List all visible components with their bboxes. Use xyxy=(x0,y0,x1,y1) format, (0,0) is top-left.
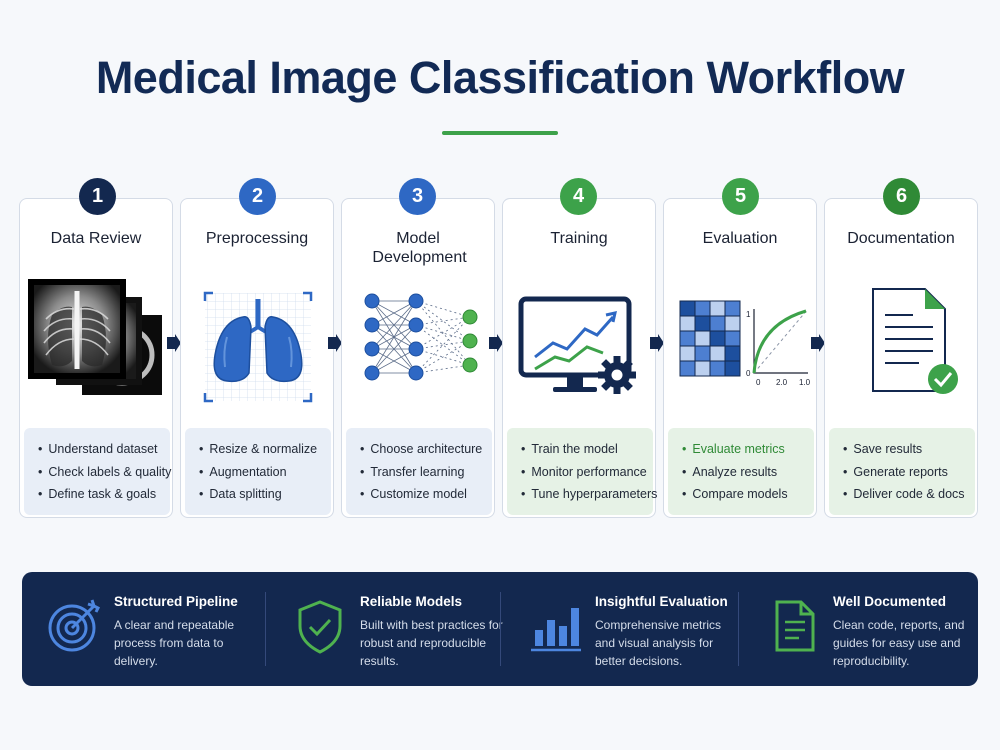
document-check-icon xyxy=(827,277,977,407)
list-item: •Transfer learning xyxy=(360,464,465,479)
list-item: •Save results xyxy=(843,442,923,456)
step-card-documentation[interactable]: Documentation •Save results •Generate re… xyxy=(824,198,978,518)
step-card-training[interactable]: Training xyxy=(502,198,658,518)
list-item: •Resize & normalize xyxy=(199,442,318,456)
step-1-badge: 1 xyxy=(79,178,116,215)
roc-x-tick: 0 xyxy=(756,378,761,387)
list-item: •Define task & goals xyxy=(38,487,157,501)
feature-title: Well Documented xyxy=(833,594,947,609)
features-banner: Structured Pipeline A clear and repeatab… xyxy=(22,572,978,686)
neural-network-icon xyxy=(344,277,494,407)
step-title: Documentation xyxy=(847,230,955,247)
list-item: •Check labels & quality xyxy=(38,464,172,479)
divider xyxy=(738,592,739,666)
list-item: •Choose architecture xyxy=(360,442,483,456)
step-card-model-development[interactable]: Model Development •Choose archi xyxy=(341,198,495,518)
divider xyxy=(265,592,266,666)
step-title: Data Review xyxy=(50,230,142,247)
target-icon xyxy=(46,598,102,654)
lungs-icon xyxy=(183,277,333,407)
confusion-matrix-roc-icon: 1 0 0 2.0 1.0 xyxy=(666,277,816,407)
list-item: •Data splitting xyxy=(199,487,282,501)
list-item: •Analyze results xyxy=(682,464,778,479)
feature-description: A clear and repeatable process from data… xyxy=(114,618,235,668)
document-icon xyxy=(765,598,821,654)
step-tasks: •Choose architecture •Transfer learning … xyxy=(346,428,492,515)
feature-title: Insightful Evaluation xyxy=(595,594,728,609)
step-6-badge: 6 xyxy=(883,178,920,215)
step-tasks: •Resize & normalize •Augmentation •Data … xyxy=(185,428,331,515)
step-title: Model Development xyxy=(372,230,467,266)
step-tasks: •Evaluate metrics •Analyze results •Comp… xyxy=(668,428,814,515)
step-card-data-review[interactable]: Data Review xyxy=(19,198,173,518)
list-item: •Monitor performance xyxy=(521,464,647,479)
title-underline xyxy=(442,131,558,135)
bar-chart-icon xyxy=(527,598,583,654)
step-title: Training xyxy=(550,230,608,247)
feature-structured-pipeline: Structured Pipeline A clear and repeatab… xyxy=(22,572,262,686)
feature-reliable-models: Reliable Models Built with best practice… xyxy=(268,572,503,686)
step-tasks: •Train the model •Monitor performance •T… xyxy=(507,428,658,515)
step-tasks: •Save results •Generate reports •Deliver… xyxy=(829,428,975,515)
monitor-chart-gear-icon xyxy=(505,277,655,407)
roc-y-top-label: 1 xyxy=(746,310,751,319)
divider xyxy=(500,592,501,666)
feature-insightful-evaluation: Insightful Evaluation Comprehensive metr… xyxy=(503,572,738,686)
list-item: •Evaluate metrics xyxy=(682,442,785,456)
step-tasks: •Understand dataset •Check labels & qual… xyxy=(24,428,172,515)
list-item: •Deliver code & docs xyxy=(843,487,965,501)
shield-check-icon xyxy=(292,598,348,654)
list-item: •Augmentation xyxy=(199,464,287,479)
feature-well-documented: Well Documented Clean code, reports, and… xyxy=(741,572,976,686)
list-item: •Generate reports xyxy=(843,464,948,479)
feature-title: Reliable Models xyxy=(360,594,463,609)
roc-x-tick: 1.0 xyxy=(799,378,811,387)
step-title: Evaluation xyxy=(702,230,778,247)
step-5-badge: 5 xyxy=(722,178,759,215)
roc-x-tick: 2.0 xyxy=(776,378,788,387)
arrow-right-icon xyxy=(167,334,181,352)
step-card-evaluation[interactable]: Evaluation 1 0 0 2.0 1.0 •Evaluate metri… xyxy=(663,198,817,518)
step-3-badge: 3 xyxy=(399,178,436,215)
arrow-right-icon xyxy=(811,334,825,352)
roc-y-bottom-label: 0 xyxy=(746,369,751,378)
list-item: •Train the model xyxy=(521,442,618,456)
arrow-right-icon xyxy=(489,334,503,352)
step-2-badge: 2 xyxy=(239,178,276,215)
feature-description: Built with best practices for robust and… xyxy=(360,618,503,668)
arrow-right-icon xyxy=(650,334,664,352)
list-item: •Understand dataset xyxy=(38,442,158,456)
list-item: •Compare models xyxy=(682,487,788,501)
feature-description: Clean code, reports, and guides for easy… xyxy=(833,618,965,668)
xray-stack-icon xyxy=(22,277,172,407)
step-4-badge: 4 xyxy=(560,178,597,215)
list-item: •Tune hyperparameters xyxy=(521,487,658,501)
feature-title: Structured Pipeline xyxy=(114,594,238,609)
list-item: •Customize model xyxy=(360,487,467,501)
step-card-preprocessing[interactable]: Preprocessing •Resize & normalize •Augme… xyxy=(180,198,334,518)
feature-description: Comprehensive metrics and visual analysi… xyxy=(595,618,722,668)
arrow-right-icon xyxy=(328,334,342,352)
page-title: Medical Image Classification Workflow xyxy=(95,52,905,103)
step-title: Preprocessing xyxy=(205,230,309,247)
